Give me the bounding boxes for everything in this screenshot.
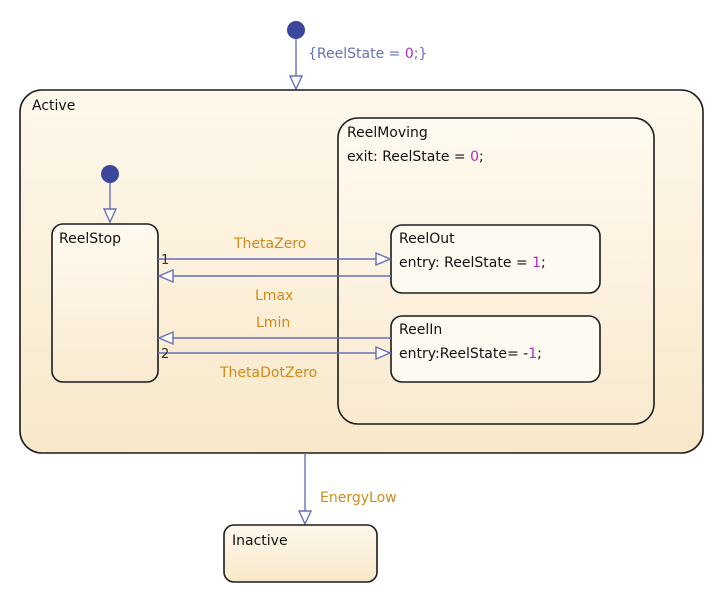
state-reel-moving-exit-action: exit: ReelState = 0; (347, 149, 484, 165)
transition-lmin-label: Lmin (256, 315, 290, 331)
state-reel-moving-title: ReelMoving (347, 125, 428, 141)
state-reel-in-box (390, 315, 601, 383)
state-reel-out-title: ReelOut (399, 231, 455, 247)
state-reel-out-entry-action: entry: ReelState = 1; (399, 255, 546, 271)
default-transition-dot (287, 21, 305, 39)
inner-default-transition-dot (101, 165, 119, 183)
transition-energy-low-label: EnergyLow (320, 490, 397, 506)
transition-theta-dot-zero-order: 2 (161, 347, 169, 362)
inner-default-transition-arrowhead (102, 208, 118, 224)
transition-theta-zero-label: ThetaZero (233, 236, 306, 252)
state-reel-stop-box (51, 223, 159, 383)
transition-theta-dot-zero[interactable]: ThetaDotZero 2 (158, 345, 392, 381)
state-inactive-title: Inactive (232, 533, 288, 549)
transition-theta-zero-arrowhead (375, 251, 392, 267)
state-reel-stop[interactable]: ReelStop (51, 223, 159, 383)
transition-theta-dot-zero-arrowhead (375, 345, 392, 361)
transition-lmax-arrowhead (157, 268, 174, 284)
transition-lmin-arrowhead (157, 330, 174, 346)
transition-lmax[interactable]: Lmax (157, 268, 391, 304)
transition-theta-dot-zero-label: ThetaDotZero (219, 365, 317, 381)
state-reel-in-entry-action: entry:ReelState= -1; (399, 346, 542, 362)
state-reel-stop-title: ReelStop (59, 231, 121, 247)
state-reel-in-title: ReelIn (399, 322, 442, 338)
state-active-title: Active (32, 98, 75, 114)
top-default-transition[interactable]: {ReelState = 0;} (287, 21, 427, 91)
transition-lmin[interactable]: Lmin (157, 315, 391, 346)
default-transition-action: {ReelState = 0;} (308, 46, 427, 62)
transition-energy-low[interactable]: EnergyLow (297, 453, 397, 526)
default-transition-arrowhead (288, 75, 304, 91)
transition-lmax-label: Lmax (255, 288, 293, 304)
transition-energy-low-arrowhead (297, 510, 313, 526)
transition-theta-zero-order: 1 (161, 253, 169, 268)
inner-default-transition[interactable] (101, 165, 119, 224)
state-reel-in[interactable]: ReelIn entry:ReelState= -1; (390, 315, 601, 383)
state-inactive-box (223, 524, 378, 583)
transition-theta-zero[interactable]: ThetaZero 1 (158, 236, 392, 268)
state-reel-out[interactable]: ReelOut entry: ReelState = 1; (390, 224, 601, 294)
state-inactive[interactable]: Inactive (223, 524, 378, 583)
